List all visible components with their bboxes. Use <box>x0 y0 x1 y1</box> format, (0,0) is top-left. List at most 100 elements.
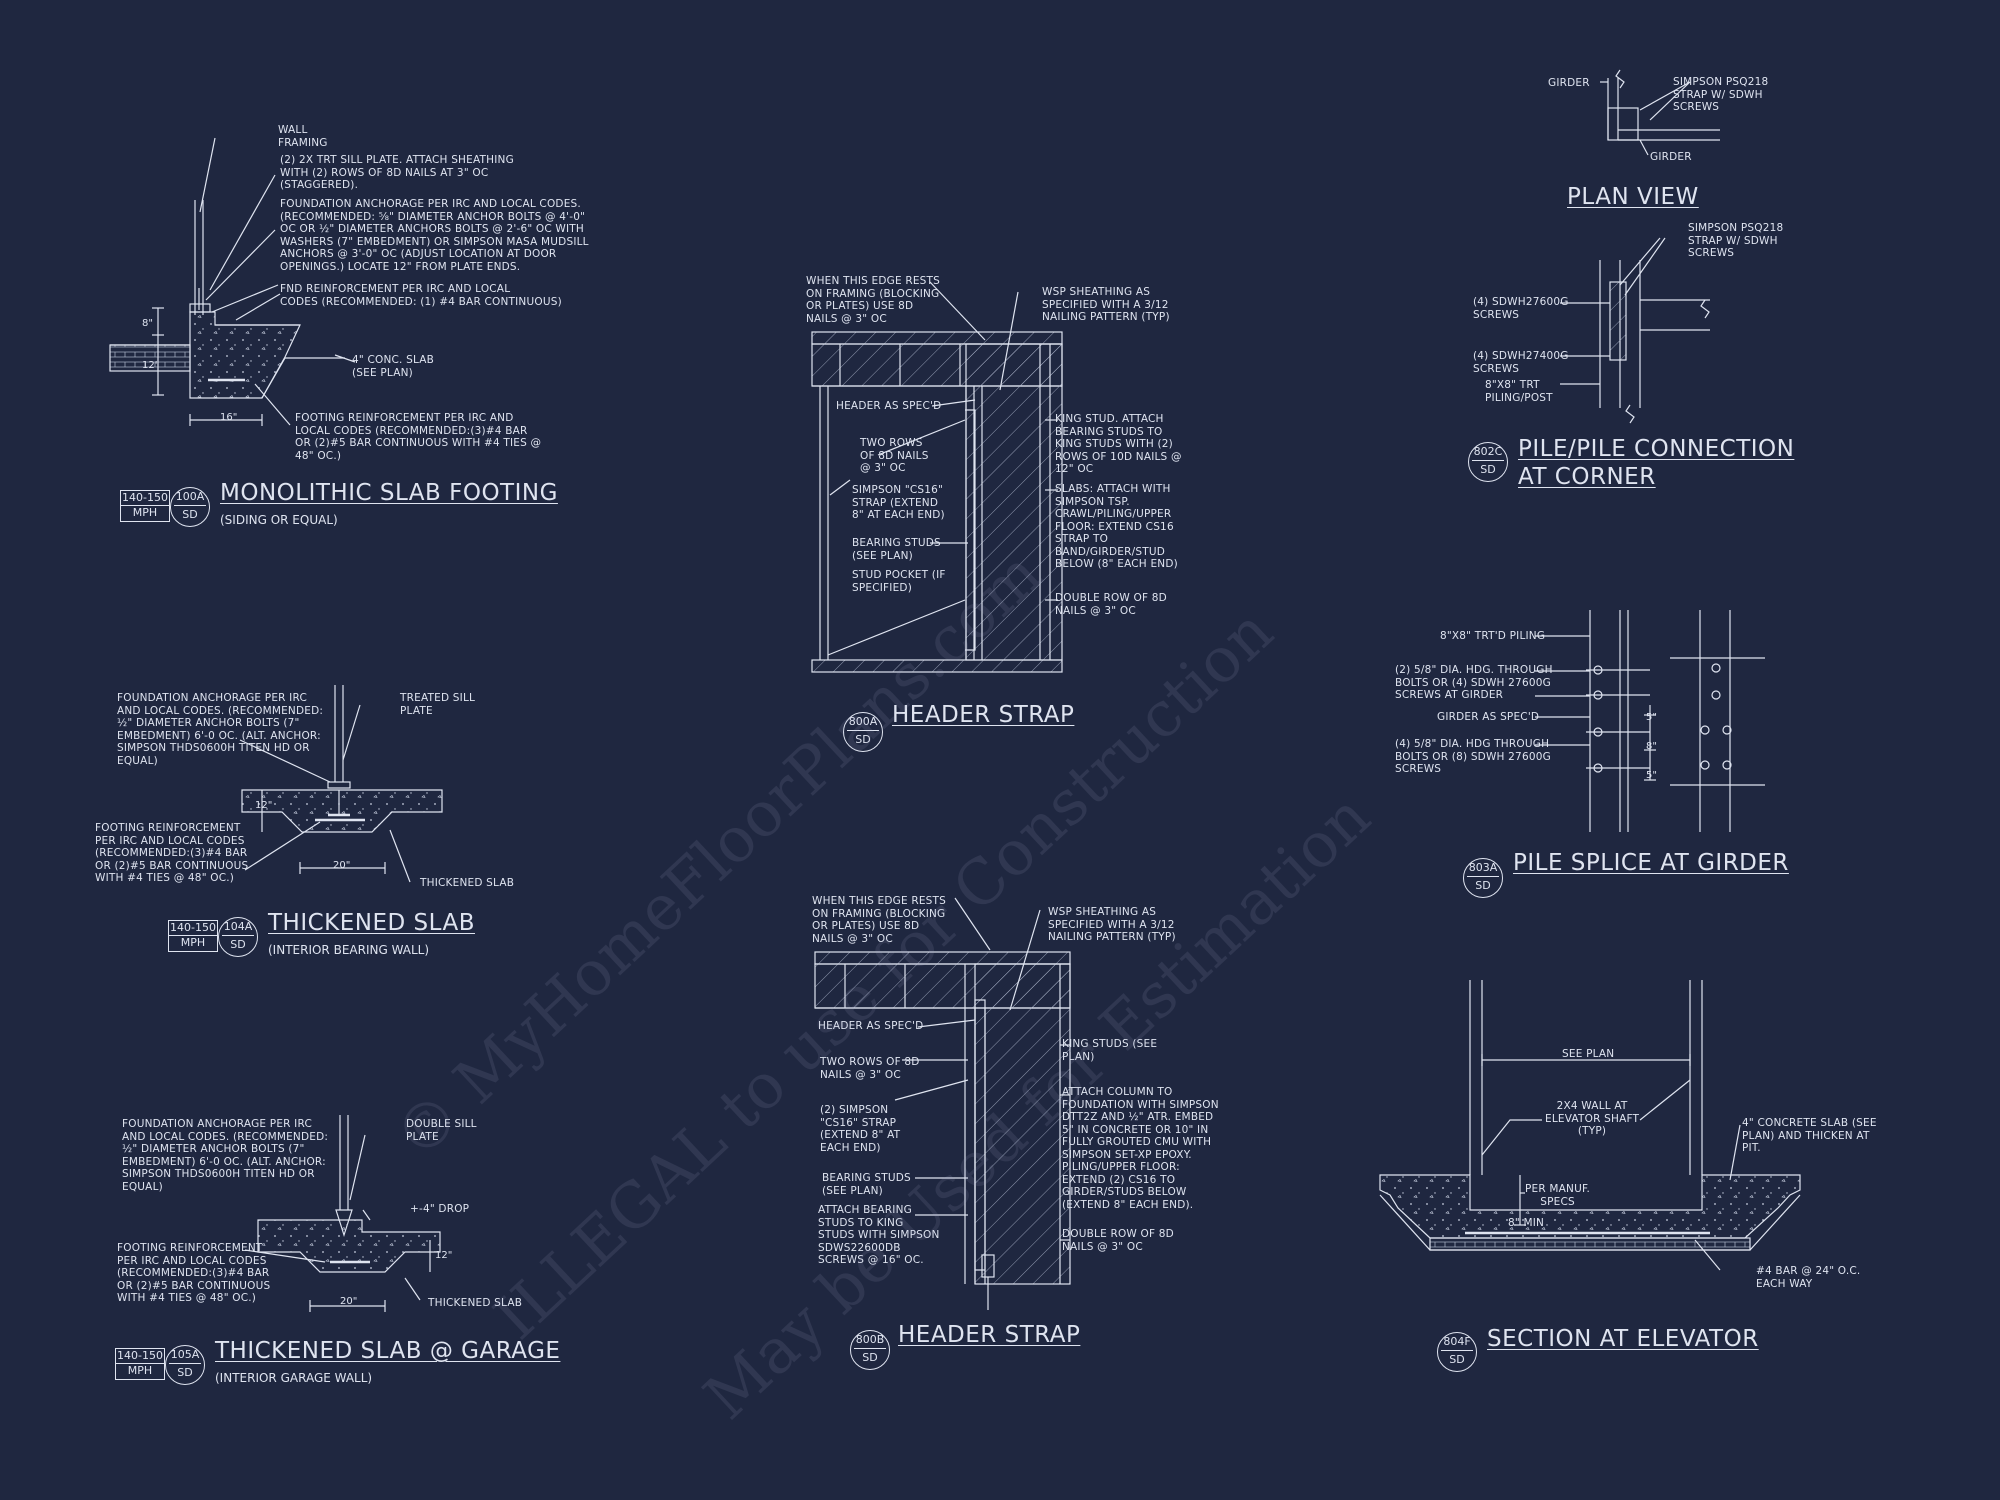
elev-note-concrete-slab: 4" CONCRETE SLAB (SEE PLAN) AND THICKEN … <box>1742 1117 1877 1154</box>
hs2-title: HEADER STRAP <box>898 1322 1081 1348</box>
garage-detail-number: 105A <box>169 1346 201 1364</box>
garage-note-thickened-slab: THICKENED SLAB <box>428 1297 523 1309</box>
pile-sheet-ref: SD <box>1480 463 1496 476</box>
hs2-note-attach-column: ATTACH COLUMN TO FOUNDATION WITH SIMPSON… <box>1062 1086 1219 1211</box>
elevator-section-drawing <box>1379 980 1801 1271</box>
splice-note-trtd-piling: 8"X8" TRT'D PILING <box>1440 630 1546 642</box>
garage-sheet-ref: SD <box>177 1366 193 1379</box>
splice-detail-number: 803A <box>1467 859 1499 877</box>
garage-title: THICKENED SLAB @ GARAGE <box>215 1338 561 1364</box>
plan-note-girder-left: GIRDER <box>1548 77 1590 89</box>
hs2-note-two-rows: TWO ROWS OF 8d NAILS @ 3" OC <box>820 1056 920 1081</box>
splice-note-girder: GIRDER AS SPEC'D <box>1437 711 1540 723</box>
garage-note-double-sill: DOUBLE SILL PLATE <box>406 1118 477 1143</box>
thick-dim-20: 20" <box>333 860 351 871</box>
plan-title: PLAN VIEW <box>1567 184 1699 210</box>
hs1-detail-bubble: 800A SD <box>843 712 883 752</box>
garage-note-anchorage: FOUNDATION ANCHORAGE PER IRC AND LOCAL C… <box>122 1118 329 1193</box>
pile-connection-drawing <box>1560 237 1710 424</box>
hs1-note-cs16-strap: SIMPSON "CS16" STRAP (EXTEND 8" AT EACH … <box>852 484 945 521</box>
hs1-note-two-rows: TWO ROWS OF 8d NAILS @ 3" OC <box>860 437 929 474</box>
elev-title: SECTION AT ELEVATOR <box>1487 1326 1759 1352</box>
mono-note-conc-slab: 4" CONC. SLAB (SEE PLAN) <box>352 354 435 379</box>
elev-note-see-plan: SEE PLAN <box>1562 1048 1615 1060</box>
hs1-note-header: HEADER AS SPEC'D <box>836 400 942 412</box>
hs2-note-cs16-strap: (2) SIMPSON "CS16" STRAP (EXTEND 8" AT E… <box>820 1104 901 1154</box>
elev-note-manuf-specs: PER MANUF. SPECS <box>1525 1183 1591 1208</box>
elev-note-2x4-wall: 2x4 WALL AT ELEVATOR SHAFT (TYP) <box>1545 1100 1640 1137</box>
hs1-note-slabs: SLABS: ATTACH WITH SIMPSON TSP. CRAWL/PI… <box>1055 483 1178 570</box>
thick-note-sill-plate: TREATED SILL PLATE <box>400 692 476 717</box>
thick-mph-unit: MPH <box>169 935 217 950</box>
splice-sheet-ref: SD <box>1475 879 1491 892</box>
plan-note-psq-strap: SIMPSON PSQ218 STRAP W/ SDWH SCREWS <box>1673 76 1769 113</box>
pile-note-trt-piling: 8"X8" TRT PILING/POST <box>1485 379 1553 404</box>
thick-detail-number: 104A <box>222 918 254 936</box>
pile-title-line1: PILE/PILE CONNECTION <box>1518 436 1795 462</box>
hs1-title: HEADER STRAP <box>892 702 1075 728</box>
mono-subtitle: (SIDING OR EQUAL) <box>220 513 338 527</box>
plan-view-drawing <box>1600 69 1720 156</box>
hs2-detail-bubble: 800B SD <box>850 1330 890 1370</box>
plan-note-girder-bottom: GIRDER <box>1650 151 1692 163</box>
garage-detail-bubble: 105A SD <box>165 1345 205 1385</box>
thick-note-thickened-slab: THICKENED SLAB <box>420 877 515 889</box>
thick-note-anchorage: FOUNDATION ANCHORAGE PER IRC AND LOCAL C… <box>117 692 324 767</box>
hs2-note-king-studs: KING STUDS (SEE PLAN) <box>1062 1038 1158 1063</box>
thick-title: THICKENED SLAB <box>268 910 476 936</box>
mono-note-footing-reinforcement: FOOTING REINFORCEMENT PER IRC AND LOCAL … <box>295 412 542 462</box>
thick-mph-range: 140-150 <box>170 921 216 934</box>
garage-dim-20: 20" <box>340 1296 358 1307</box>
hs1-detail-number: 800A <box>847 713 879 731</box>
thick-subtitle: (INTERIOR BEARING WALL) <box>268 943 430 957</box>
pile-detail-number: 802C <box>1472 443 1504 461</box>
garage-dim-12: 12" <box>435 1250 453 1261</box>
garage-mph-range: 140-150 <box>117 1349 163 1362</box>
thick-note-footing-reinforcement: FOOTING REINFORCEMENT PER IRC AND LOCAL … <box>95 822 249 884</box>
pile-note-sdwh276: (4) SDWH27600G SCREWS <box>1473 296 1569 321</box>
hs1-note-edge-rests: WHEN THIS EDGE RESTS ON FRAMING (BLOCKIN… <box>806 275 941 325</box>
hs2-note-bearing-studs: BEARING STUDS (SEE PLAN) <box>822 1172 911 1197</box>
header-strap-a-drawing <box>811 281 1063 673</box>
hs1-note-wsp-sheathing: WSP SHEATHING AS SPECIFIED WITH A 3/12 N… <box>1042 286 1170 323</box>
hs2-detail-number: 800B <box>854 1331 886 1349</box>
hs1-sheet-ref: SD <box>855 733 871 746</box>
elev-detail-bubble: 804F SD <box>1437 1332 1477 1372</box>
mono-note-wall-framing: WALL FRAMING <box>278 124 328 149</box>
pile-title-line2: AT CORNER <box>1518 464 1656 490</box>
elev-note-8-min: 8" MIN <box>1508 1217 1545 1229</box>
hs2-note-edge-rests: WHEN THIS EDGE RESTS ON FRAMING (BLOCKIN… <box>812 895 947 945</box>
thick-dim-12: 12" <box>255 800 273 811</box>
hs1-note-stud-pocket: STUD POCKET (IF SPECIFIED) <box>852 569 946 594</box>
splice-title: PILE SPLICE AT GIRDER <box>1513 850 1789 876</box>
header-strap-b-drawing <box>814 897 1071 1310</box>
mono-dim-12: 12" <box>142 360 160 371</box>
mono-mph-range: 140-150 <box>122 491 168 504</box>
mono-dim-8: 8" <box>142 318 153 329</box>
hs2-note-wsp-sheathing: WSP SHEATHING AS SPECIFIED WITH A 3/12 N… <box>1048 906 1176 943</box>
garage-note-footing-reinforcement: FOOTING REINFORCEMENT PER IRC AND LOCAL … <box>117 1242 271 1304</box>
mono-note-sill-plate: (2) 2X TRT SILL PLATE. ATTACH SHEATHING … <box>280 154 514 191</box>
pile-splice-drawing <box>1535 610 1765 832</box>
mono-title: MONOLITHIC SLAB FOOTING <box>220 480 558 506</box>
mono-dim-16: 16" <box>220 412 238 423</box>
elev-sheet-ref: SD <box>1449 1353 1465 1366</box>
mono-sheet-ref: SD <box>182 508 198 521</box>
mono-footing-drawing <box>109 137 356 426</box>
hs2-sheet-ref: SD <box>862 1351 878 1364</box>
elev-detail-number: 804F <box>1441 1333 1473 1351</box>
splice-note-through-bolts-girder: (2) 5/8" DIA. HDG. THROUGH BOLTS OR (4) … <box>1395 664 1553 701</box>
garage-note-drop: +-4" DROP <box>410 1203 470 1215</box>
mono-note-fnd-reinforcement: FND REINFORCEMENT PER IRC AND LOCAL CODE… <box>280 283 562 308</box>
hs2-note-double-row: DOUBLE ROW OF 8d NAILS @ 3" OC <box>1062 1228 1174 1253</box>
pile-detail-bubble: 802C SD <box>1468 442 1508 482</box>
splice-dim-5-top: 5" <box>1646 712 1657 723</box>
hs1-note-bearing-studs: BEARING STUDS (SEE PLAN) <box>852 537 941 562</box>
hs2-note-header: HEADER AS SPEC'D <box>818 1020 924 1032</box>
